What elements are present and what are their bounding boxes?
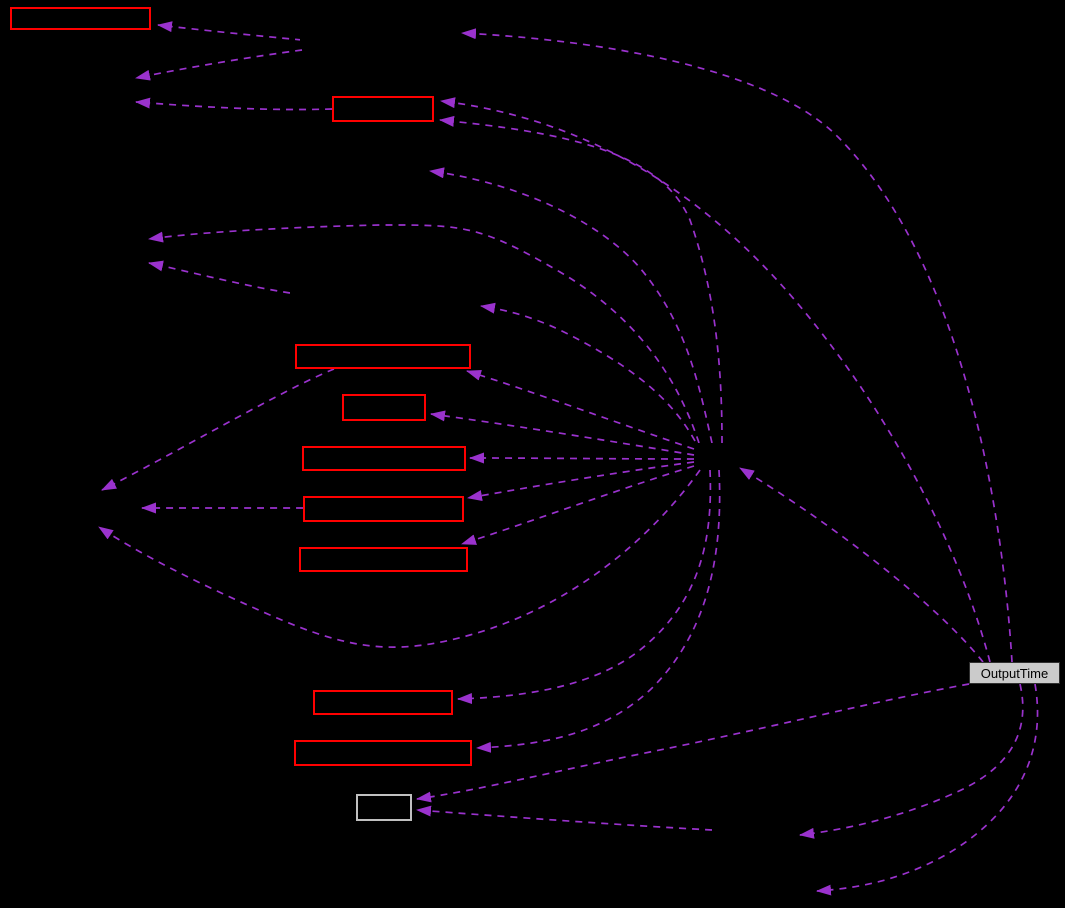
graph-node-h[interactable] — [313, 690, 453, 715]
edge-outputtime-to-n9 — [816, 683, 1039, 896]
graph-node-n5 — [290, 292, 476, 318]
graph-node-label-a — [12, 9, 149, 28]
edge-hub-to-g — [461, 465, 695, 545]
graph-node-n3 — [300, 158, 426, 184]
graph-node-e[interactable] — [302, 446, 466, 471]
graph-node-d[interactable] — [342, 394, 426, 421]
edge-n1-to-a — [157, 21, 303, 41]
graph-node-label-n8 — [714, 824, 795, 846]
edge-hub-to-n3 — [429, 167, 713, 444]
edge-hub-to-f — [467, 461, 695, 501]
edge-hub-to-n4 — [148, 224, 700, 444]
graph-node-label-d — [344, 396, 424, 419]
edge-hub-to-d — [430, 410, 695, 456]
graph-node-label-i — [296, 742, 470, 764]
graph-node-f[interactable] — [303, 496, 464, 522]
graph-node-label-hub — [697, 445, 735, 467]
edge-outputtime-to-hub — [739, 467, 984, 663]
edge-n1-to-n2 — [135, 49, 303, 81]
graph-node-n4 — [14, 228, 142, 274]
edge-n8-to-j — [416, 805, 713, 831]
graph-node-i[interactable] — [294, 740, 472, 766]
graph-node-label-n7 — [16, 496, 136, 522]
edge-outputtime-to-b — [440, 97, 991, 663]
graph-node-j[interactable] — [356, 794, 412, 821]
graph-node-n9 — [716, 880, 814, 904]
graph-node-n2 — [8, 66, 130, 114]
graph-node-label-outputtime: OutputTime — [980, 665, 1049, 681]
graph-node-label-j — [358, 796, 410, 819]
graph-node-label-e — [304, 448, 464, 469]
graph-node-b[interactable] — [332, 96, 434, 122]
edge-hub-to-b — [439, 115, 723, 444]
graph-node-outputtime[interactable]: OutputTime — [969, 662, 1060, 684]
graph-node-label-b — [334, 98, 432, 120]
graph-node-label-n9 — [718, 882, 812, 902]
graph-node-label-g — [301, 549, 466, 570]
edge-hub-to-n5 — [480, 302, 696, 442]
graph-node-label-n4 — [16, 230, 140, 272]
graph-node-label-h — [315, 692, 451, 713]
edge-b-to-n2 — [135, 97, 333, 111]
graph-node-label-f — [305, 498, 462, 520]
graph-node-c[interactable] — [295, 344, 471, 369]
graph-node-hub — [695, 443, 737, 469]
graph-node-label-n1 — [302, 22, 454, 44]
graph-node-label-n2 — [10, 68, 128, 112]
edge-n5-to-n4 — [148, 260, 291, 294]
graph-node-g[interactable] — [299, 547, 468, 572]
graph-node-a[interactable] — [10, 7, 151, 30]
edge-hub-to-e — [469, 452, 695, 464]
edge-c-to-n7 — [101, 368, 335, 491]
graph-node-n7 — [14, 494, 138, 524]
edge-hub-to-n7 — [98, 469, 701, 648]
graph-node-label-c — [297, 346, 469, 367]
edge-outputtime-to-n8 — [799, 683, 1024, 839]
graph-node-label-n3 — [302, 160, 424, 182]
edge-hub-to-c — [466, 369, 695, 450]
edge-hub-to-h — [457, 469, 712, 705]
graph-node-n1 — [300, 20, 456, 46]
graph-node-label-n5 — [292, 294, 474, 316]
edge-outputtime-to-n1 — [461, 28, 1013, 663]
edge-outputtime-to-j — [416, 683, 970, 803]
edge-hub-to-i — [476, 469, 721, 753]
graph-node-n8 — [712, 822, 797, 848]
